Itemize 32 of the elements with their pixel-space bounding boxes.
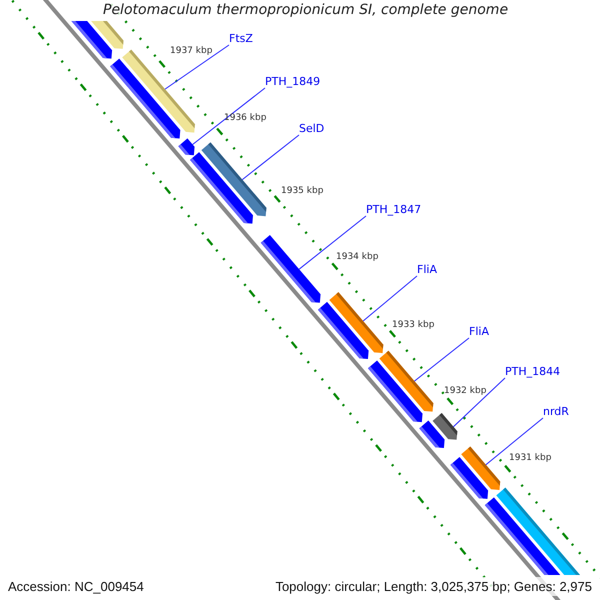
gene-label: PTH_1849 [265, 75, 320, 88]
leader-line [452, 378, 506, 428]
gene-label: PTH_1844 [505, 365, 560, 378]
gene-label: nrdR [543, 405, 569, 418]
leader-line [362, 276, 418, 322]
gene-label: SelD [299, 122, 324, 135]
gene-feature [318, 302, 369, 360]
gene-label: FtsZ [229, 32, 253, 45]
gene-feature [178, 138, 195, 156]
leader-line [242, 134, 300, 180]
gene-feature [496, 488, 580, 575]
leader-line [298, 216, 366, 270]
scale-label: 1936 kbp [224, 113, 266, 124]
gene-feature [432, 413, 458, 440]
gene-feature [260, 234, 321, 303]
scale-label: 1932 kbp [444, 386, 486, 397]
gene-feature [71, 21, 112, 59]
gene-label: FliA [469, 325, 489, 338]
scale-label: 1935 kbp [281, 186, 324, 197]
gene-label: PTH_1847 [366, 203, 422, 216]
scale-label: 1933 kbp [392, 320, 434, 331]
leader-line [485, 418, 544, 466]
leader-line [164, 44, 230, 90]
gene-feature [368, 360, 423, 422]
leader-line [414, 338, 470, 382]
gene-label: FliA [417, 263, 437, 276]
scale-label: 1931 kbp [509, 453, 552, 464]
scale-label: 1934 kbp [336, 252, 378, 263]
leader-line [192, 88, 266, 145]
gene-feature [190, 152, 254, 224]
gene-feature [450, 457, 488, 499]
scale-label: 1937 kbp [170, 46, 212, 57]
